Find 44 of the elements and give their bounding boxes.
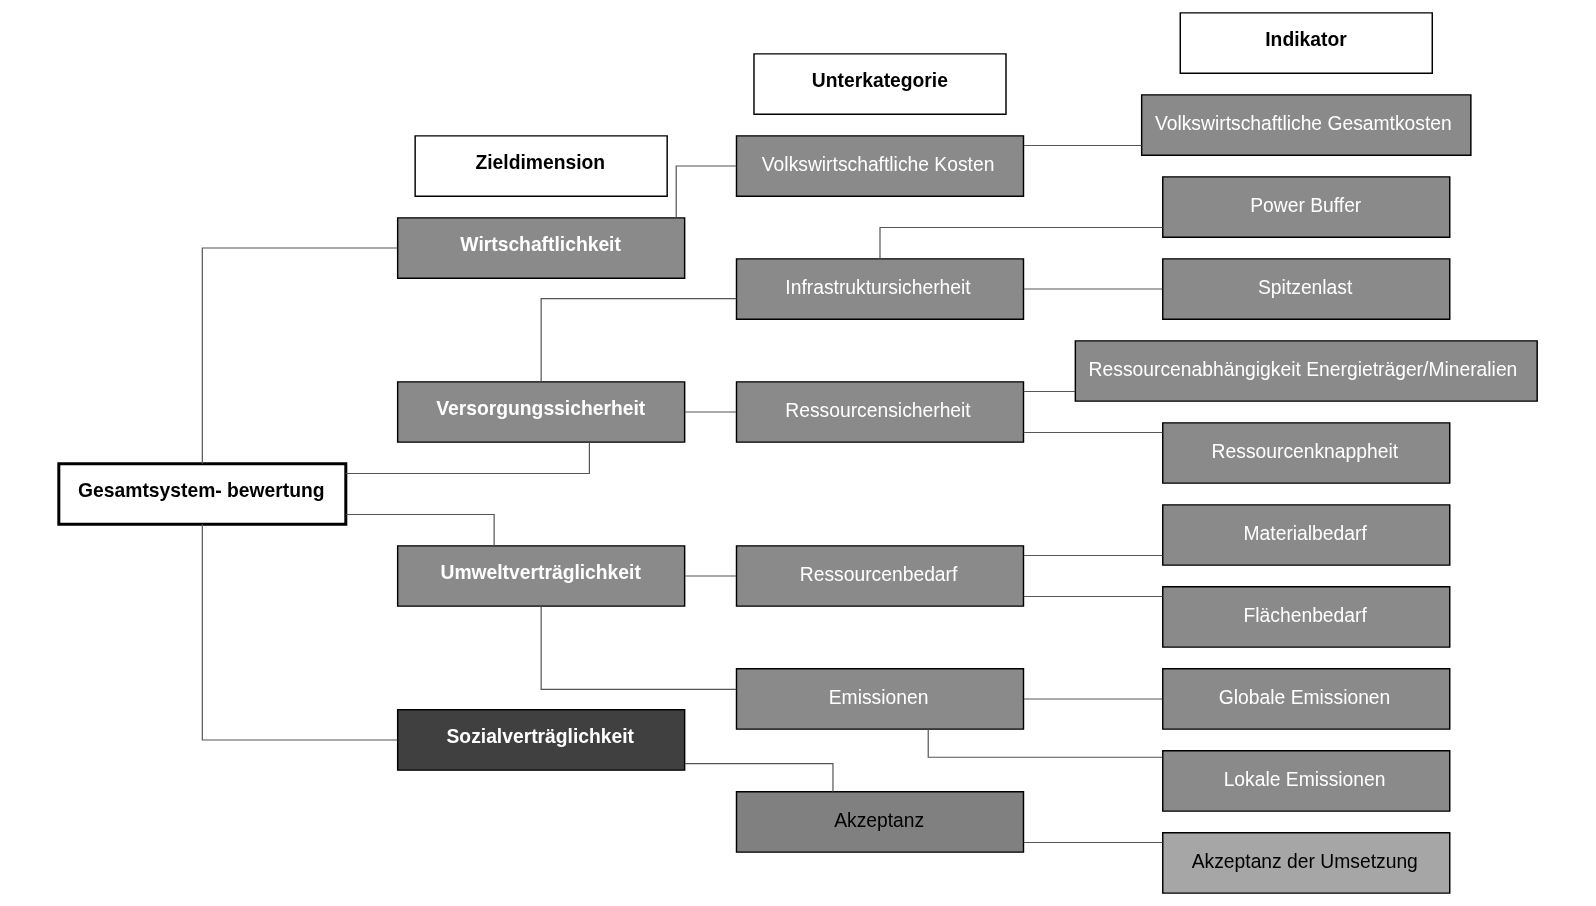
node-box: Flächenbedarf: [1162, 586, 1451, 648]
node-box: Sozialverträglichkeit: [396, 709, 686, 771]
node-box: Gesamtsystem- bewertung: [57, 462, 348, 526]
node-box: Ressourcenknappheit: [1162, 422, 1451, 484]
node-box: Power Buffer: [1162, 176, 1451, 238]
node-box: Indikator: [1179, 12, 1433, 74]
node-box: Umweltverträglichkeit: [396, 545, 686, 607]
node-box: Zieldimension: [414, 135, 668, 197]
connector: [201, 523, 399, 741]
connector: [1023, 698, 1164, 700]
node-box: Lokale Emissionen: [1162, 750, 1451, 812]
node-box: Ressourcensicherheit: [735, 381, 1025, 443]
connector: [345, 441, 590, 475]
connector: [1023, 431, 1164, 434]
node-box: Spitzenlast: [1162, 258, 1451, 320]
node-box: Globale Emissionen: [1162, 668, 1451, 730]
node-box: Versorgungssicherheit: [396, 381, 686, 443]
node-box: Volkswirtschaftliche Kosten: [735, 135, 1025, 197]
node-box: Volkswirtschaftliche Gesamtkosten: [1140, 94, 1472, 156]
connector: [201, 247, 399, 465]
connector: [879, 226, 1164, 260]
node-box: Ressourcenabhängigkeit Energieträger/Mineralien: [1074, 340, 1538, 402]
node-box: Materialbedarf: [1162, 504, 1451, 566]
connector: [345, 513, 495, 547]
node-box: Wirtschaftlichkeit: [396, 217, 686, 279]
connector: [927, 728, 1163, 758]
connector: [684, 763, 834, 793]
connector: [1023, 841, 1164, 844]
node-box: Unterkategorie: [753, 53, 1007, 115]
node-box: Akzeptanz: [735, 791, 1025, 853]
connector: [1023, 595, 1164, 598]
node-box: Akzeptanz der Umsetzung: [1162, 832, 1451, 894]
node-box: Emissionen: [735, 668, 1025, 730]
connector: [1023, 288, 1164, 290]
connector: [684, 575, 737, 577]
connector: [684, 411, 737, 413]
connector: [540, 298, 737, 383]
connector: [1023, 554, 1164, 557]
node-box: Infrastruktursicherheit: [735, 258, 1025, 320]
connector: [1023, 144, 1143, 147]
connector: [1023, 390, 1076, 393]
connector: [540, 605, 737, 690]
node-box: Ressourcenbedarf: [735, 545, 1025, 607]
connector: [675, 165, 737, 219]
